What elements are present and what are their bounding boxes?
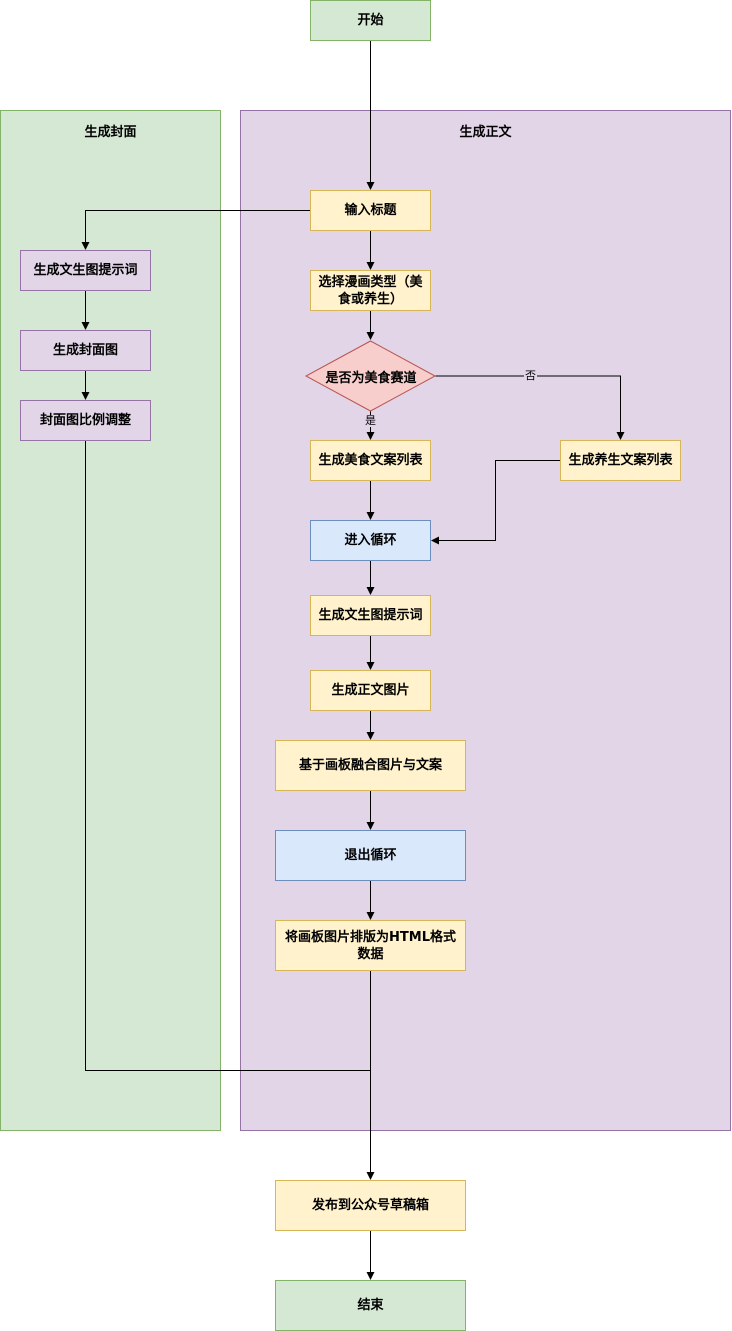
- edge-input-to-cover-prompt: [81, 210, 310, 250]
- input-title-node: 输入标题: [310, 190, 431, 231]
- gen-prompt-label: 生成文生图提示词: [318, 608, 423, 623]
- health-copy-label: 生成养生文案列表: [568, 453, 673, 468]
- merge-node: 基于画板融合图片与文案: [275, 740, 466, 791]
- start-node: 开始: [310, 0, 431, 41]
- publish-node: 发布到公众号草稿箱: [275, 1180, 466, 1231]
- food-copy-node: 生成美食文案列表: [310, 440, 431, 481]
- edge-adjust-to-merge-line: [85, 440, 371, 1071]
- cover-img-label: 生成封面图: [52, 343, 118, 358]
- cover-img-node: 生成封面图: [20, 330, 151, 371]
- to-html-node: 将画板图片排版为HTML格式数据: [275, 920, 466, 971]
- choose-type-label: 选择漫画类型（美食或养生）: [318, 274, 423, 307]
- food-copy-label: 生成美食文案列表: [318, 453, 423, 468]
- start-label: 开始: [357, 13, 384, 28]
- edge-health-to-loop: [431, 460, 560, 545]
- exit-loop-label: 退出循环: [344, 848, 397, 863]
- end-node: 结束: [275, 1280, 466, 1331]
- cover-adjust-node: 封面图比例调整: [20, 400, 151, 441]
- edge-decision-no: [435, 375, 625, 440]
- input-title-label: 输入标题: [344, 203, 397, 218]
- decision-diamond: [304, 340, 437, 412]
- gen-body-img-label: 生成正文图片: [331, 683, 410, 698]
- cover-prompt-node: 生成文生图提示词: [20, 250, 151, 291]
- decision-label: 是否为美食赛道: [325, 370, 417, 386]
- end-label: 结束: [357, 1298, 384, 1313]
- exit-loop-node: 退出循环: [275, 830, 466, 881]
- gen-body-img-node: 生成正文图片: [310, 670, 431, 711]
- gen-prompt-node: 生成文生图提示词: [310, 595, 431, 636]
- edge-label-no: 否: [524, 369, 537, 382]
- to-html-label: 将画板图片排版为HTML格式数据: [285, 929, 456, 962]
- health-copy-node: 生成养生文案列表: [560, 440, 681, 481]
- edge-label-yes: 是: [364, 414, 377, 427]
- lane-cover-title: 生成封面: [84, 125, 137, 140]
- cover-prompt-label: 生成文生图提示词: [33, 263, 138, 278]
- cover-adjust-label: 封面图比例调整: [39, 413, 131, 428]
- enter-loop-node: 进入循环: [310, 520, 431, 561]
- publish-label: 发布到公众号草稿箱: [311, 1198, 429, 1213]
- enter-loop-label: 进入循环: [344, 533, 397, 548]
- choose-type-node: 选择漫画类型（美食或养生）: [310, 270, 431, 311]
- merge-label: 基于画板融合图片与文案: [298, 758, 442, 773]
- lane-body-title: 生成正文: [459, 125, 512, 140]
